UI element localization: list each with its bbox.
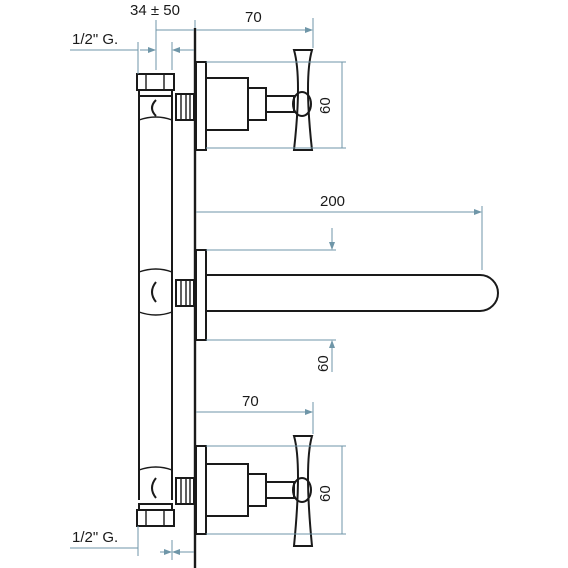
connector-middle — [175, 279, 195, 307]
spout — [195, 249, 499, 341]
top-handle-height-label: 60 — [317, 97, 334, 114]
wall-depth-label: 34 ± 50 — [130, 2, 180, 19]
bottom-thread-label: 1/2" G. — [72, 529, 118, 546]
connector-top — [175, 93, 195, 121]
top-cross-handle — [195, 49, 314, 151]
dim-top-handle-height — [206, 61, 346, 149]
bottom-handle-height-label: 60 — [317, 485, 334, 502]
dim-top-thread — [70, 42, 139, 74]
concealed-body — [136, 73, 175, 527]
dim-bottom-handle-offset — [196, 402, 314, 434]
spout-length-label: 200 — [320, 193, 345, 210]
spout-height-label: 60 — [315, 355, 332, 372]
connector-bottom — [175, 477, 195, 505]
bottom-cross-handle — [195, 435, 314, 547]
dim-spout-height — [206, 228, 336, 372]
top-thread-label: 1/2" G. — [72, 31, 118, 48]
dim-bottom-handle-height — [206, 445, 346, 535]
bottom-handle-offset-label: 70 — [242, 393, 259, 410]
dim-spout-length — [196, 206, 483, 270]
dim-top-handle-offset — [196, 18, 314, 48]
top-handle-offset-label: 70 — [245, 9, 262, 26]
dim-wall-depth — [140, 20, 196, 70]
dim-bottom-thread — [70, 526, 194, 560]
